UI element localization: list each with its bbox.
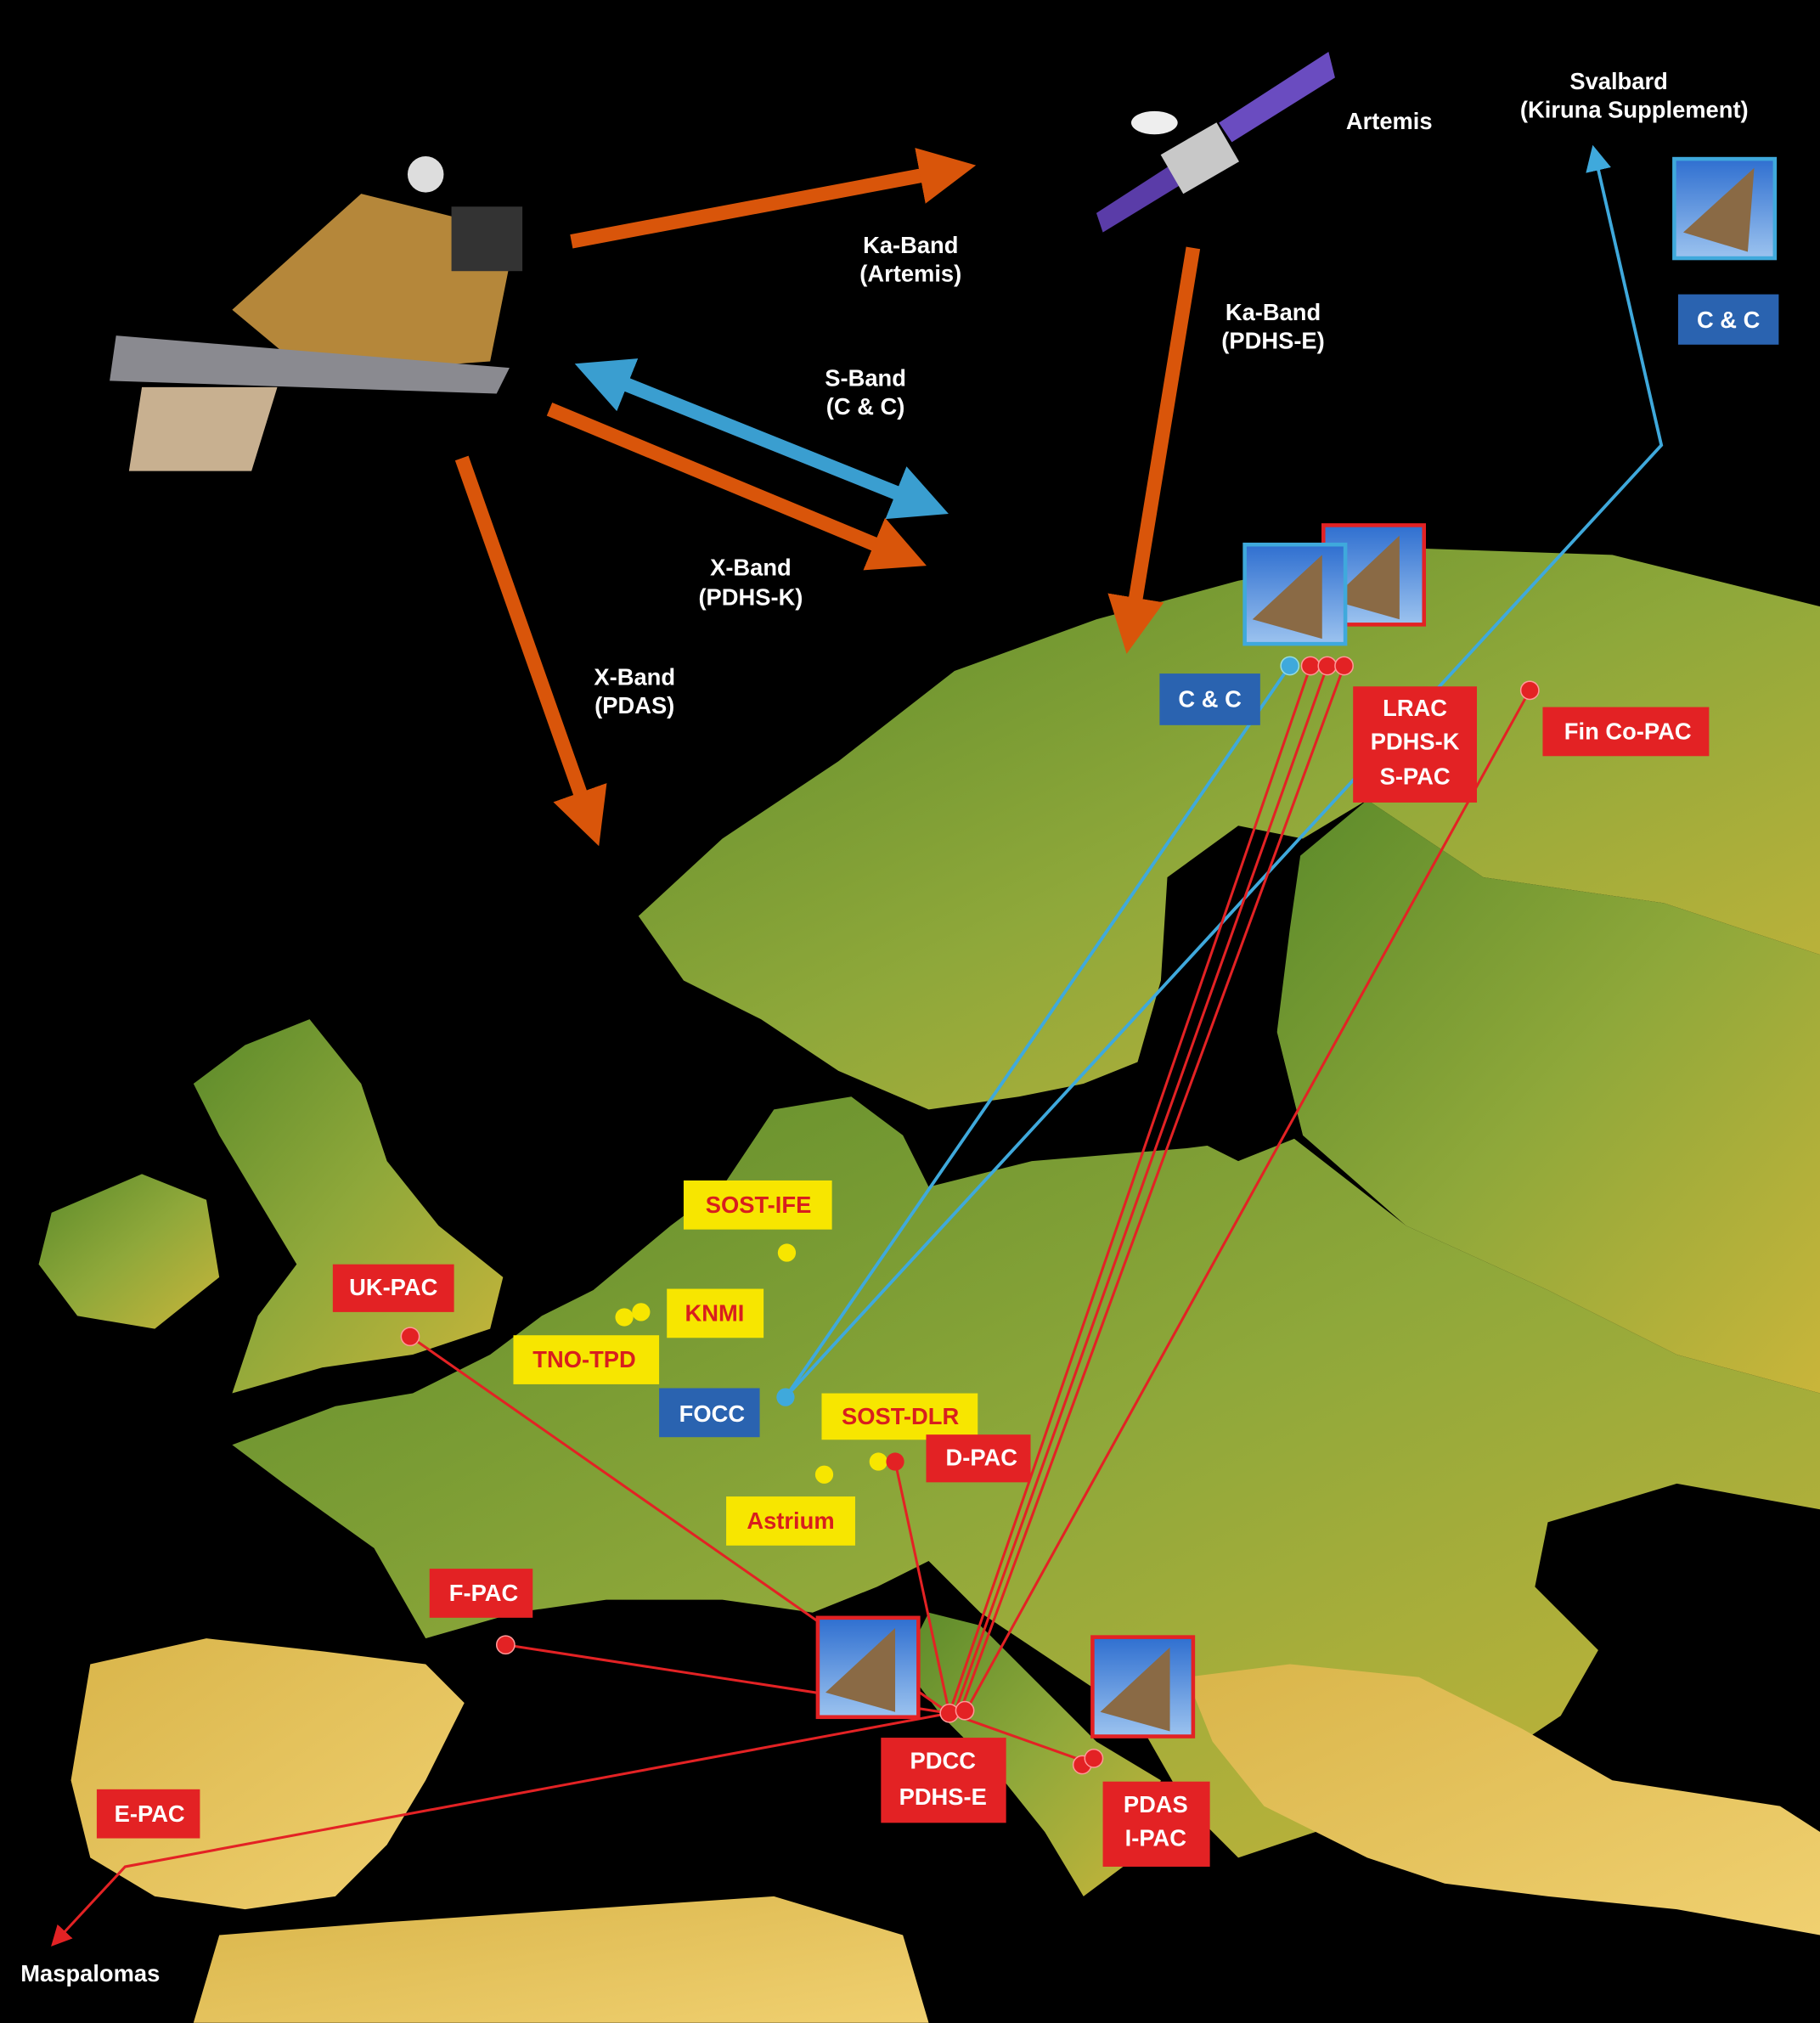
- ireland: [38, 1174, 220, 1329]
- d-pac-dot: [886, 1452, 904, 1471]
- sost-dlr-label: SOST-DLR: [842, 1403, 959, 1429]
- uk-pac-label: UK-PAC: [349, 1274, 437, 1300]
- north-africa: [193, 1896, 929, 2023]
- pdcc-kiruna-line: [958, 665, 1345, 1714]
- uk-pac-dot: [400, 1327, 420, 1347]
- focc-svalbard-line: [784, 144, 1664, 1399]
- sost-ife-dot: [777, 1243, 797, 1262]
- svalbard-label: Svalbard: [1569, 68, 1667, 94]
- balkans: [1186, 1664, 1820, 1936]
- x-pdhsk-label: X-Band: [710, 555, 792, 581]
- kiruna-dot: [1317, 656, 1338, 676]
- x-pdas-label: X-Band: [594, 664, 675, 690]
- antenna-photo-matera: [1090, 1635, 1196, 1738]
- knmi-dot: [615, 1308, 634, 1327]
- tno-tpd-label: TNO-TPD: [532, 1346, 635, 1372]
- iberia: [70, 1638, 465, 1910]
- focc-kiruna-line: [784, 664, 1292, 1399]
- artemis-satellite: [1096, 52, 1335, 233]
- x-band-pdas-arrow: [454, 455, 607, 847]
- maspalomas-label: Maspalomas: [20, 1960, 160, 1986]
- pdas-dot: [1084, 1748, 1104, 1768]
- antenna-photo-fucino: [815, 1615, 921, 1720]
- pdcc-fin-line: [963, 690, 1531, 1714]
- pdcc-pdas-line: [949, 1711, 1088, 1764]
- sost-ife-label: SOST-IFE: [706, 1192, 812, 1218]
- pdcc-maspalomas-line: [51, 1711, 950, 1947]
- pdcc-kiruna-line: [953, 665, 1329, 1714]
- ka-pdhse-label-2: (PDHS-E): [1221, 327, 1324, 353]
- ka-band-artemis-arrow: [570, 148, 977, 249]
- station-labels: C & C C & C LRAC PDHS-K S-PAC Fin Co-PAC…: [96, 294, 1779, 1867]
- focc-label: FOCC: [679, 1400, 745, 1427]
- knmi-label: KNMI: [685, 1300, 744, 1327]
- italy: [903, 1612, 1161, 1896]
- e-pac-label: E-PAC: [115, 1800, 185, 1827]
- baltic-sea: [1135, 826, 1303, 1162]
- finland-russia: [1276, 799, 1820, 1394]
- fin-dot: [1519, 680, 1540, 701]
- cc-kiruna-label: C & C: [1178, 686, 1241, 713]
- sost-dlr-dot: [869, 1452, 887, 1471]
- lrac-label: LRAC: [1383, 695, 1447, 721]
- d-pac-label: D-PAC: [946, 1445, 1018, 1471]
- ka-artemis-label: Ka-Band: [863, 232, 958, 258]
- link-labels: Ka-Band (Artemis) Ka-Band (PDHS-E) S-Ban…: [20, 68, 1748, 1986]
- pdcc-kiruna-line: [948, 665, 1312, 1714]
- kiruna-cc-dot: [1280, 656, 1300, 676]
- s-band-arrow: [574, 358, 949, 520]
- pdhs-k-label: PDHS-K: [1371, 729, 1460, 755]
- focc-dot: [776, 1388, 795, 1406]
- s-pac-label: S-PAC: [1380, 764, 1451, 790]
- envisat-satellite: [110, 156, 523, 471]
- connection-lines: [51, 144, 1664, 1947]
- artemis-label: Artemis: [1346, 108, 1433, 134]
- astrium-dot: [814, 1465, 834, 1484]
- antenna-photos: [815, 156, 1778, 1738]
- svalbard-label-2: (Kiruna Supplement): [1520, 96, 1749, 122]
- f-pac-dot: [495, 1635, 516, 1655]
- antenna-photo-svalbard: [1672, 156, 1778, 261]
- knmi-dot: [632, 1303, 651, 1321]
- s-band-label: S-Band: [825, 364, 906, 391]
- s-band-label-2: (C & C): [826, 393, 905, 420]
- pdcc-dot: [955, 1700, 975, 1721]
- link-arrows: [454, 148, 1201, 847]
- x-pdhsk-label-2: (PDHS-K): [698, 584, 803, 611]
- antenna-photo-kiruna-blue: [1242, 542, 1348, 646]
- i-pac-label: I-PAC: [1125, 1825, 1186, 1851]
- black-sea: [1535, 1483, 1820, 1716]
- pdas-label: PDAS: [1124, 1791, 1188, 1817]
- f-pac-label: F-PAC: [449, 1580, 518, 1606]
- kiruna-dot: [1300, 656, 1321, 676]
- cc-svalbard-label: C & C: [1697, 307, 1760, 333]
- kiruna-dot: [1334, 656, 1354, 676]
- x-pdas-label-2: (PDAS): [594, 692, 674, 718]
- pdcc-dpac-line: [893, 1461, 951, 1714]
- fin-co-pac-label: Fin Co-PAC: [1564, 718, 1692, 745]
- ka-pdhse-label: Ka-Band: [1226, 299, 1321, 325]
- station-dots: [400, 656, 1540, 1775]
- ka-band-pdhse-arrow: [1107, 246, 1201, 654]
- astrium-label: Astrium: [747, 1507, 834, 1534]
- great-britain: [193, 1019, 504, 1394]
- europe-map: [38, 548, 1820, 2023]
- ka-artemis-label-2: (Artemis): [859, 260, 961, 286]
- pdhs-e-label: PDHS-E: [899, 1784, 987, 1810]
- pdcc-label: PDCC: [910, 1748, 976, 1774]
